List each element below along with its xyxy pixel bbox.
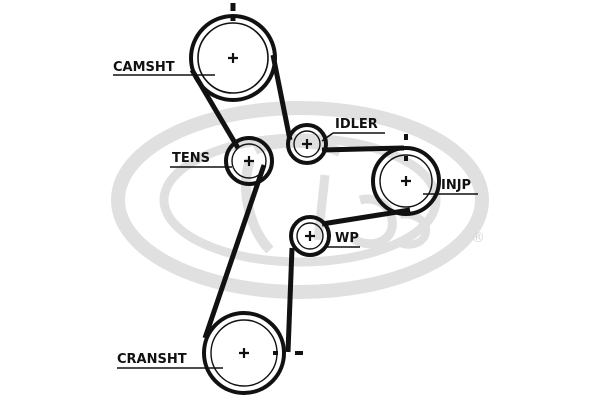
logo-letter-stroke [349, 194, 397, 249]
timing-mark [404, 134, 408, 140]
idler-pulley [286, 123, 328, 165]
injection-pump-label: INJP [441, 178, 471, 193]
crankshaft-pulley [202, 311, 303, 395]
tensioner-label: TENS [172, 151, 210, 166]
camshaft-pulley [189, 3, 277, 102]
crankshaft-label: CRANSHT [117, 352, 187, 367]
timing-mark [404, 156, 408, 161]
timing-mark [230, 3, 236, 11]
timing-mark [230, 15, 236, 21]
timing-mark [273, 351, 278, 355]
logo-letter-stroke [313, 174, 330, 241]
timing-mark [295, 351, 303, 355]
injection-pump-pulley [371, 134, 441, 216]
belt-segment [321, 145, 405, 153]
belt-segment [285, 247, 295, 353]
idler-leader [321, 132, 334, 142]
logo-outer-ring [111, 101, 489, 299]
camshaft-label: CAMSHT [113, 60, 175, 75]
water-pump-pulley [289, 215, 331, 257]
gates-logo-watermark [111, 101, 489, 299]
leader-lines [113, 74, 478, 369]
belt-segment [270, 54, 293, 141]
belt-segment [202, 164, 267, 339]
tensioner-pulley [224, 136, 274, 186]
water-pump-label: WP [335, 231, 359, 246]
registered-mark: ® [471, 230, 485, 246]
timing-belt [189, 54, 411, 353]
idler-label: IDLER [335, 117, 378, 132]
